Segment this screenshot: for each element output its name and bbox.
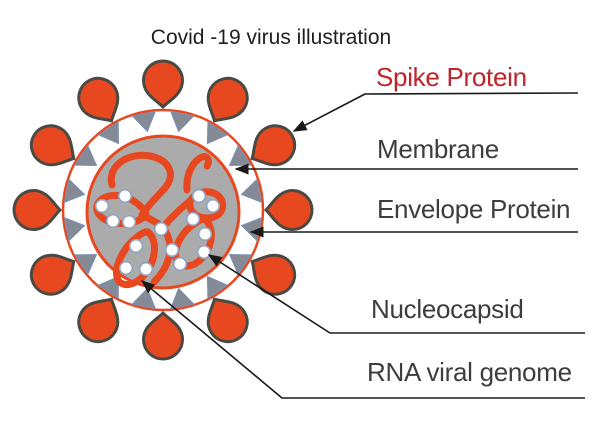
leader-lines (140, 92, 585, 399)
envelope-triangle-icon (131, 287, 157, 310)
rna-strand (107, 151, 174, 219)
nucleocapsid-dot (117, 188, 133, 204)
envelope-triangle-icon (63, 216, 86, 242)
nucleocapsid-dot (153, 221, 169, 237)
nucleocapsid-leader-line (207, 254, 585, 334)
envelope-triangle-icon (131, 110, 157, 133)
spike-icon (264, 189, 314, 231)
envelope-protein-label: Envelope Protein (377, 194, 571, 224)
envelope-triangle-icon (97, 120, 120, 145)
nucleocapsid-dot (138, 261, 154, 277)
nucleocapsid-dot (128, 238, 144, 254)
envelope-triangle-icon (228, 253, 253, 276)
envelope-triangle-icon (240, 178, 263, 204)
rna-genome-leader-line (140, 280, 585, 399)
spike-icon (12, 189, 62, 231)
envelope-triangle-icon (97, 275, 120, 300)
rna-strand (150, 223, 174, 286)
envelope-triangle-icon (73, 253, 98, 276)
nucleocapsid-dot (196, 244, 212, 260)
nucleocapsid-dot (191, 188, 207, 204)
envelope-triangle-icon (206, 120, 229, 145)
spike-protein-leader-line (292, 92, 579, 132)
spike-protein-label: Spike Protein (376, 62, 527, 92)
rna-strand (113, 228, 158, 288)
envelope-triangle-icon (169, 110, 195, 133)
envelope-triangle-icon (169, 287, 195, 310)
nucleocapsid-dot (172, 256, 188, 272)
membrane-label: Membrane (377, 134, 499, 164)
nucleocapsid-dot (164, 242, 180, 258)
rna-viral-genome-label: RNA viral genome (367, 357, 572, 387)
envelope-triangle-icon (73, 144, 98, 167)
envelope-triangle-icon (206, 275, 229, 300)
nucleocapsid-dot (197, 226, 213, 242)
nucleocapsid-label: Nucleocapsid (371, 294, 524, 324)
nucleocapsid-dot (205, 198, 221, 214)
nucleocapsid-dot (94, 198, 110, 214)
nucleocapsid-dot (105, 213, 121, 229)
page-title: Covid -19 virus illustration (150, 26, 392, 49)
rna-strand (183, 153, 212, 194)
nucleocapsid-dots (94, 188, 221, 277)
nucleocapsid-dot (121, 214, 137, 230)
envelope-triangle-icon (63, 178, 86, 204)
nucleocapsid-dot (118, 260, 134, 276)
nucleocapsid-dot (185, 211, 201, 227)
spike-icon (142, 311, 184, 361)
spike-icon (142, 59, 184, 109)
